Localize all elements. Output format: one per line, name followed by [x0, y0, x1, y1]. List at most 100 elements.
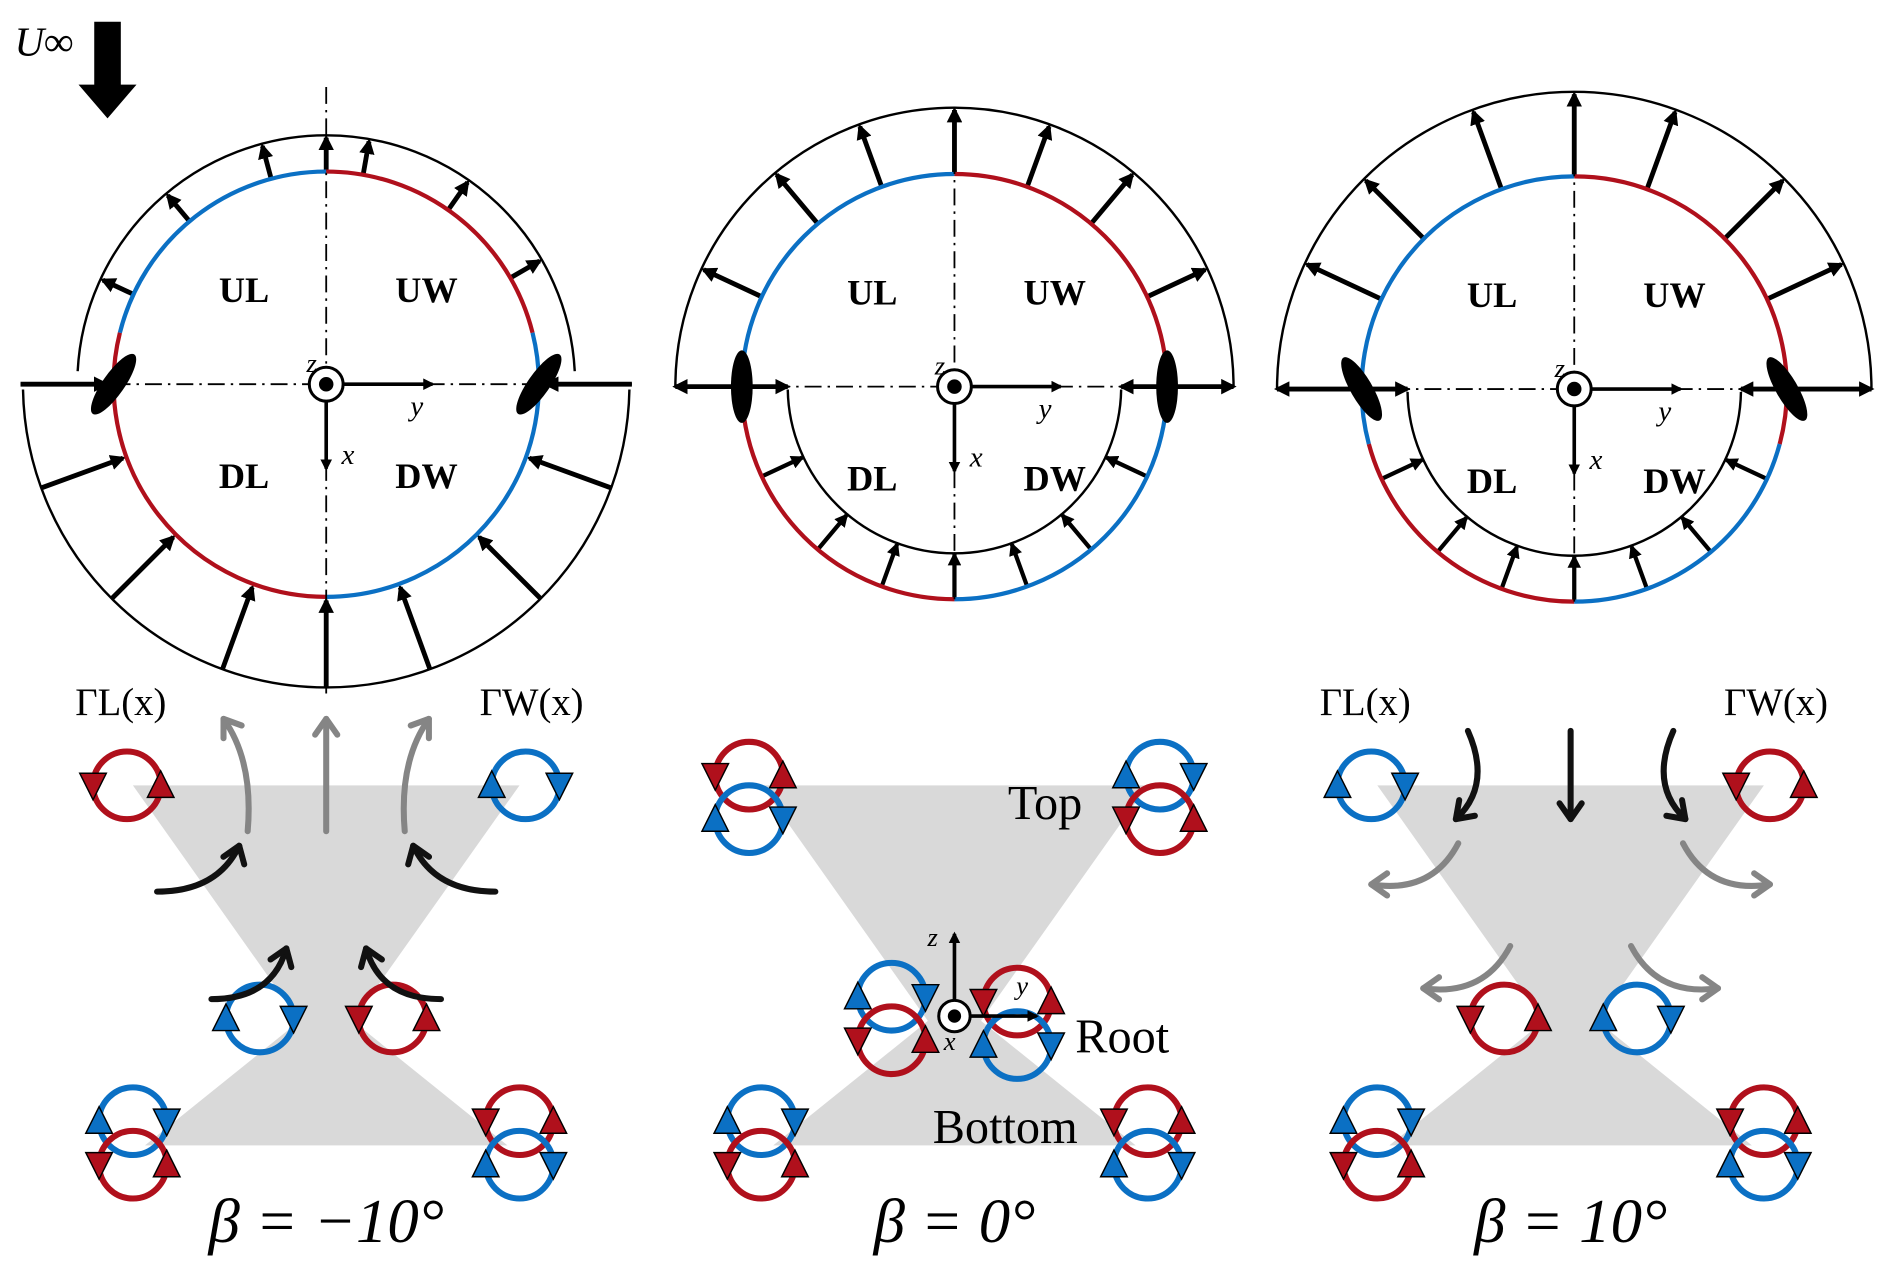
- arrow-up-icon: [1789, 769, 1819, 799]
- arrowhead: [1368, 870, 1391, 899]
- arrow-down-icon: [544, 772, 574, 802]
- wing-planform: [132, 785, 520, 1146]
- suction-arrow: [816, 513, 849, 551]
- ul-surface: [117, 169, 327, 334]
- arrow-down-icon: [1329, 1151, 1358, 1181]
- arrow-down-icon: [344, 1005, 374, 1035]
- pressure-arrow: [476, 534, 543, 601]
- arrow-up-icon: [1167, 1105, 1197, 1134]
- suction-arrow: [1680, 515, 1713, 554]
- pressure-arrow: [526, 455, 612, 491]
- vortex-top-left: [1322, 748, 1420, 823]
- wing-planform: [1377, 785, 1764, 1146]
- quadrant-dl-label: DL: [847, 459, 897, 499]
- arrow-down-icon: [1111, 806, 1141, 836]
- dl-surface: [1366, 443, 1575, 604]
- arrow-up-icon: [780, 1148, 810, 1178]
- arrow-up-icon: [1588, 1002, 1618, 1032]
- z-axis-dot: [318, 376, 334, 392]
- arrowhead: [220, 715, 245, 742]
- station-top-label: Top: [1008, 777, 1082, 830]
- x-axis-label: x: [943, 1026, 956, 1056]
- z-axis-dot: [1567, 381, 1582, 397]
- arrow-up-icon: [538, 1105, 568, 1134]
- suction-arrow: [509, 258, 543, 280]
- circulation-left-label: ΓL(x): [75, 682, 166, 724]
- vortex-top-right-upper: [1111, 738, 1209, 813]
- ul-surface: [739, 171, 955, 387]
- quadrant-ul-label: UL: [1467, 275, 1517, 315]
- suction-arrow: [1304, 262, 1383, 302]
- x-axis-label: x: [341, 439, 355, 471]
- inflow-arrow: [363, 945, 445, 1003]
- z-axis-label: z: [1554, 353, 1565, 383]
- vortex-ring: [96, 1127, 170, 1202]
- quadrant-dl-label: DL: [1467, 461, 1517, 501]
- arrow-down-icon: [768, 806, 798, 836]
- arrowhead: [220, 842, 248, 868]
- uw-surface: [326, 169, 535, 334]
- y-axis-label: y: [407, 391, 423, 423]
- arrow-up-icon: [712, 1105, 742, 1134]
- quadrant-ul-label: UL: [847, 272, 897, 312]
- inflow-arrow: [410, 842, 499, 895]
- beta-label: β = 0°: [872, 1186, 1036, 1256]
- arrow-up-icon: [700, 803, 730, 832]
- z-axis-label: z: [306, 348, 317, 378]
- suction-arrow: [1723, 458, 1768, 481]
- dw-surface: [1574, 443, 1782, 604]
- vortex-ring: [712, 782, 786, 856]
- uw-surface: [954, 171, 1170, 387]
- vortex-top-right: [477, 748, 574, 823]
- pressure-arrow: [110, 534, 176, 601]
- pressure-arrow: [397, 584, 433, 670]
- downwash-arrow-right: [1660, 727, 1689, 823]
- arrowhead: [1420, 974, 1443, 1003]
- suction-arrow: [1060, 513, 1093, 551]
- y-axis-label: y: [1036, 393, 1052, 425]
- vortex-ring: [724, 1127, 798, 1202]
- station-root-label: Root: [1075, 1010, 1170, 1063]
- suction-arrow: [760, 455, 805, 479]
- quadrant-dw-label: DW: [395, 456, 457, 496]
- x-axis-label: x: [1589, 444, 1603, 476]
- suction-arrow: [1089, 172, 1135, 226]
- z-axis-label: z: [934, 351, 945, 381]
- circulation-left-label: ΓL(x): [1320, 682, 1411, 724]
- suction-arrow: [1024, 123, 1053, 188]
- suction-arrow: [1380, 458, 1425, 481]
- arrow-down-icon: [538, 1151, 568, 1181]
- y-axis-label: y: [1655, 395, 1671, 427]
- suction-arrow: [1009, 541, 1030, 588]
- vortex-bottom-left-lower: [712, 1127, 810, 1202]
- vortex-diagram: ΓL(x)ΓW(x)β = −10°: [75, 682, 583, 1256]
- suction-arrow: [446, 179, 470, 212]
- vortex-bottom-left-lower: [84, 1127, 182, 1202]
- arrow-down-icon: [471, 1108, 501, 1138]
- arrowhead: [405, 842, 433, 868]
- vortex-root-right-upper: [968, 964, 1066, 1039]
- suction-arrow: [1363, 178, 1426, 241]
- circulation-right-label: ΓW(x): [1724, 682, 1828, 724]
- arrow-up-icon: [1036, 985, 1066, 1015]
- downwash-arrow-left: [1452, 727, 1481, 823]
- suction-arrow: [1629, 544, 1649, 590]
- arrow-down-icon: [1036, 1032, 1066, 1062]
- quadrant-dw-label: DW: [1024, 459, 1086, 499]
- arrow-up-icon: [1099, 1148, 1129, 1178]
- vortex-root-left-lower: [843, 1003, 940, 1078]
- arrow-up-icon: [768, 759, 798, 789]
- vortex-ring: [1467, 981, 1542, 1056]
- arrow-down-icon: [1179, 762, 1209, 792]
- vortex-top-right: [1721, 748, 1819, 823]
- arrow-up-icon: [1329, 1105, 1358, 1134]
- vortex-bottom-right-upper: [1099, 1084, 1197, 1159]
- arrow-up-icon: [412, 1002, 441, 1032]
- suction-arrow: [1644, 109, 1679, 191]
- quadrant-ul-label: UL: [219, 270, 269, 310]
